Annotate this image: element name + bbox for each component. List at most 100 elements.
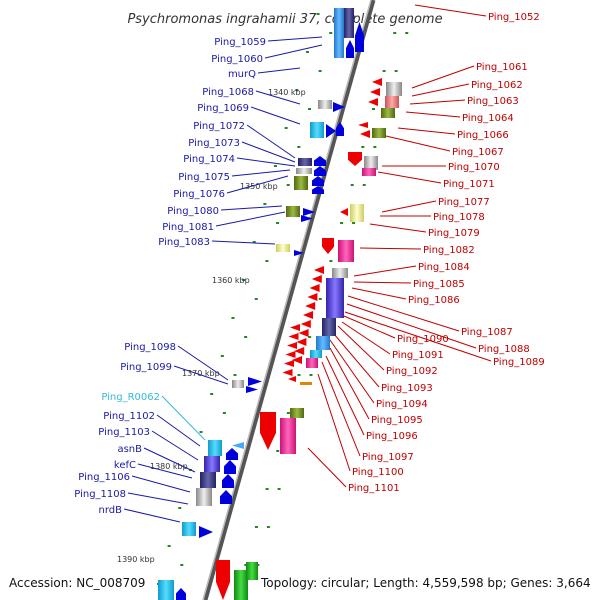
gene-box [286, 206, 300, 217]
gene-label[interactable]: Ping_1095 [371, 415, 423, 426]
gene-label[interactable]: Ping_1093 [381, 383, 433, 394]
gene-label[interactable]: Ping_1066 [457, 130, 509, 141]
forward-gene-arrow [294, 250, 304, 256]
gene-label[interactable]: Ping_1090 [397, 334, 449, 345]
leader-line [321, 361, 361, 457]
track-tick [350, 184, 354, 186]
leader-line [359, 247, 422, 250]
track-tick [309, 374, 313, 376]
leader-line [257, 67, 301, 74]
leader-line [337, 325, 385, 371]
gene-label[interactable]: Ping_1059 [214, 37, 266, 48]
gene-label[interactable]: Ping_1061 [476, 62, 528, 73]
gene-label[interactable]: Ping_1085 [413, 279, 465, 290]
gene-label[interactable]: Ping_1079 [428, 228, 480, 239]
gene-label[interactable]: Ping_1069 [197, 103, 249, 114]
gene-label[interactable]: Ping_1108 [74, 489, 126, 500]
reverse-gene-arrow [294, 347, 305, 355]
gene-label[interactable]: Ping_1060 [211, 54, 263, 65]
leader-line [411, 65, 475, 89]
gene-label[interactable]: Ping_1091 [392, 350, 444, 361]
forward-gene-arrow [312, 176, 324, 186]
leader-line [347, 295, 460, 332]
scale-label: 1350 kbp [240, 182, 278, 191]
track-tick [373, 146, 377, 148]
gene-label[interactable]: murQ [228, 69, 256, 80]
gene-label[interactable]: Ping_1086 [408, 295, 460, 306]
reverse-gene-labels: Ping_1052Ping_1061Ping_1062Ping_1063Ping… [348, 12, 545, 494]
gene-label[interactable]: Ping_1063 [467, 96, 519, 107]
reverse-gene-arrow [260, 412, 276, 450]
gene-box [306, 358, 318, 368]
track-tick [305, 51, 309, 53]
gene-label[interactable]: Ping_1052 [488, 12, 540, 23]
gene-label[interactable]: kefC [114, 460, 136, 471]
gene-label[interactable]: Ping_R0062 [101, 392, 160, 403]
gene-label[interactable]: Ping_1097 [362, 452, 414, 463]
gene-label[interactable]: Ping_1072 [193, 121, 245, 132]
gene-label[interactable]: Ping_1098 [124, 342, 176, 353]
track-tick [362, 184, 366, 186]
reverse-gene-arrow [311, 275, 322, 283]
scale-label: 1340 kbp [268, 88, 306, 97]
track-tick [263, 203, 267, 205]
gene-label[interactable]: Ping_1092 [386, 366, 438, 377]
leader-line [325, 355, 365, 436]
gene-label[interactable]: Ping_1082 [423, 245, 475, 256]
gene-label[interactable]: Ping_1074 [183, 154, 235, 165]
gene-label[interactable]: Ping_1062 [471, 80, 523, 91]
gene-label[interactable]: asnB [117, 444, 142, 455]
gene-label[interactable]: Ping_1075 [178, 172, 230, 183]
reverse-gene-arrow [370, 88, 380, 96]
reverse-gene-arrow [282, 369, 293, 376]
accession-text: Accession: NC_008709 [9, 576, 145, 590]
leader-line [353, 281, 412, 284]
gene-box [246, 562, 258, 580]
gene-label[interactable]: Ping_1083 [158, 237, 210, 248]
gene-box [276, 244, 290, 252]
gene-label[interactable]: Ping_1096 [366, 431, 418, 442]
gene-label[interactable]: Ping_1076 [173, 189, 225, 200]
gene-label[interactable]: nrdB [99, 505, 123, 516]
gene-label[interactable]: Ping_1102 [103, 411, 155, 422]
track-tick [361, 146, 365, 148]
gene-label[interactable]: Ping_1106 [78, 472, 130, 483]
gene-label[interactable]: Ping_1088 [478, 344, 530, 355]
gene-label[interactable]: Ping_1078 [433, 212, 485, 223]
track-tick [254, 298, 258, 300]
reverse-gene-arrow [360, 130, 370, 138]
gene-label[interactable]: Ping_1100 [352, 467, 404, 478]
leader-line [405, 111, 461, 118]
leader-line [211, 240, 276, 245]
scale-label: 1390 kbp [117, 555, 155, 564]
reverse-gene-arrow [368, 98, 378, 106]
gene-label[interactable]: Ping_1101 [348, 483, 400, 494]
gene-box [290, 408, 304, 418]
track-tick [382, 70, 386, 72]
gene-label[interactable]: Ping_1067 [452, 147, 504, 158]
gene-label[interactable]: Ping_1089 [493, 357, 545, 368]
gene-label[interactable]: Ping_1068 [202, 87, 254, 98]
gene-label[interactable]: Ping_1077 [438, 197, 490, 208]
reverse-gene-arrow [287, 342, 297, 349]
gene-box [196, 488, 212, 506]
gene-label[interactable]: Ping_1064 [462, 113, 514, 124]
gene-label[interactable]: Ping_1094 [376, 399, 428, 410]
forward-gene-arrow [222, 474, 234, 488]
gene-label[interactable]: Ping_1087 [461, 327, 513, 338]
leader-line [161, 395, 206, 441]
gene-label[interactable]: Ping_1071 [443, 179, 495, 190]
track-tick [286, 184, 290, 186]
gene-label[interactable]: Ping_1070 [448, 162, 500, 173]
reverse-gene-arrow [232, 442, 244, 449]
gene-label[interactable]: Ping_1081 [162, 222, 214, 233]
gene-label[interactable]: Ping_1103 [98, 427, 150, 438]
gene-label[interactable]: Ping_1099 [120, 362, 172, 373]
gene-box [364, 156, 378, 170]
gene-label[interactable]: Ping_1073 [188, 138, 240, 149]
leader-line [127, 492, 189, 505]
gene-box [318, 100, 332, 109]
gene-label[interactable]: Ping_1080 [167, 206, 219, 217]
gene-label[interactable]: Ping_1084 [418, 262, 470, 273]
